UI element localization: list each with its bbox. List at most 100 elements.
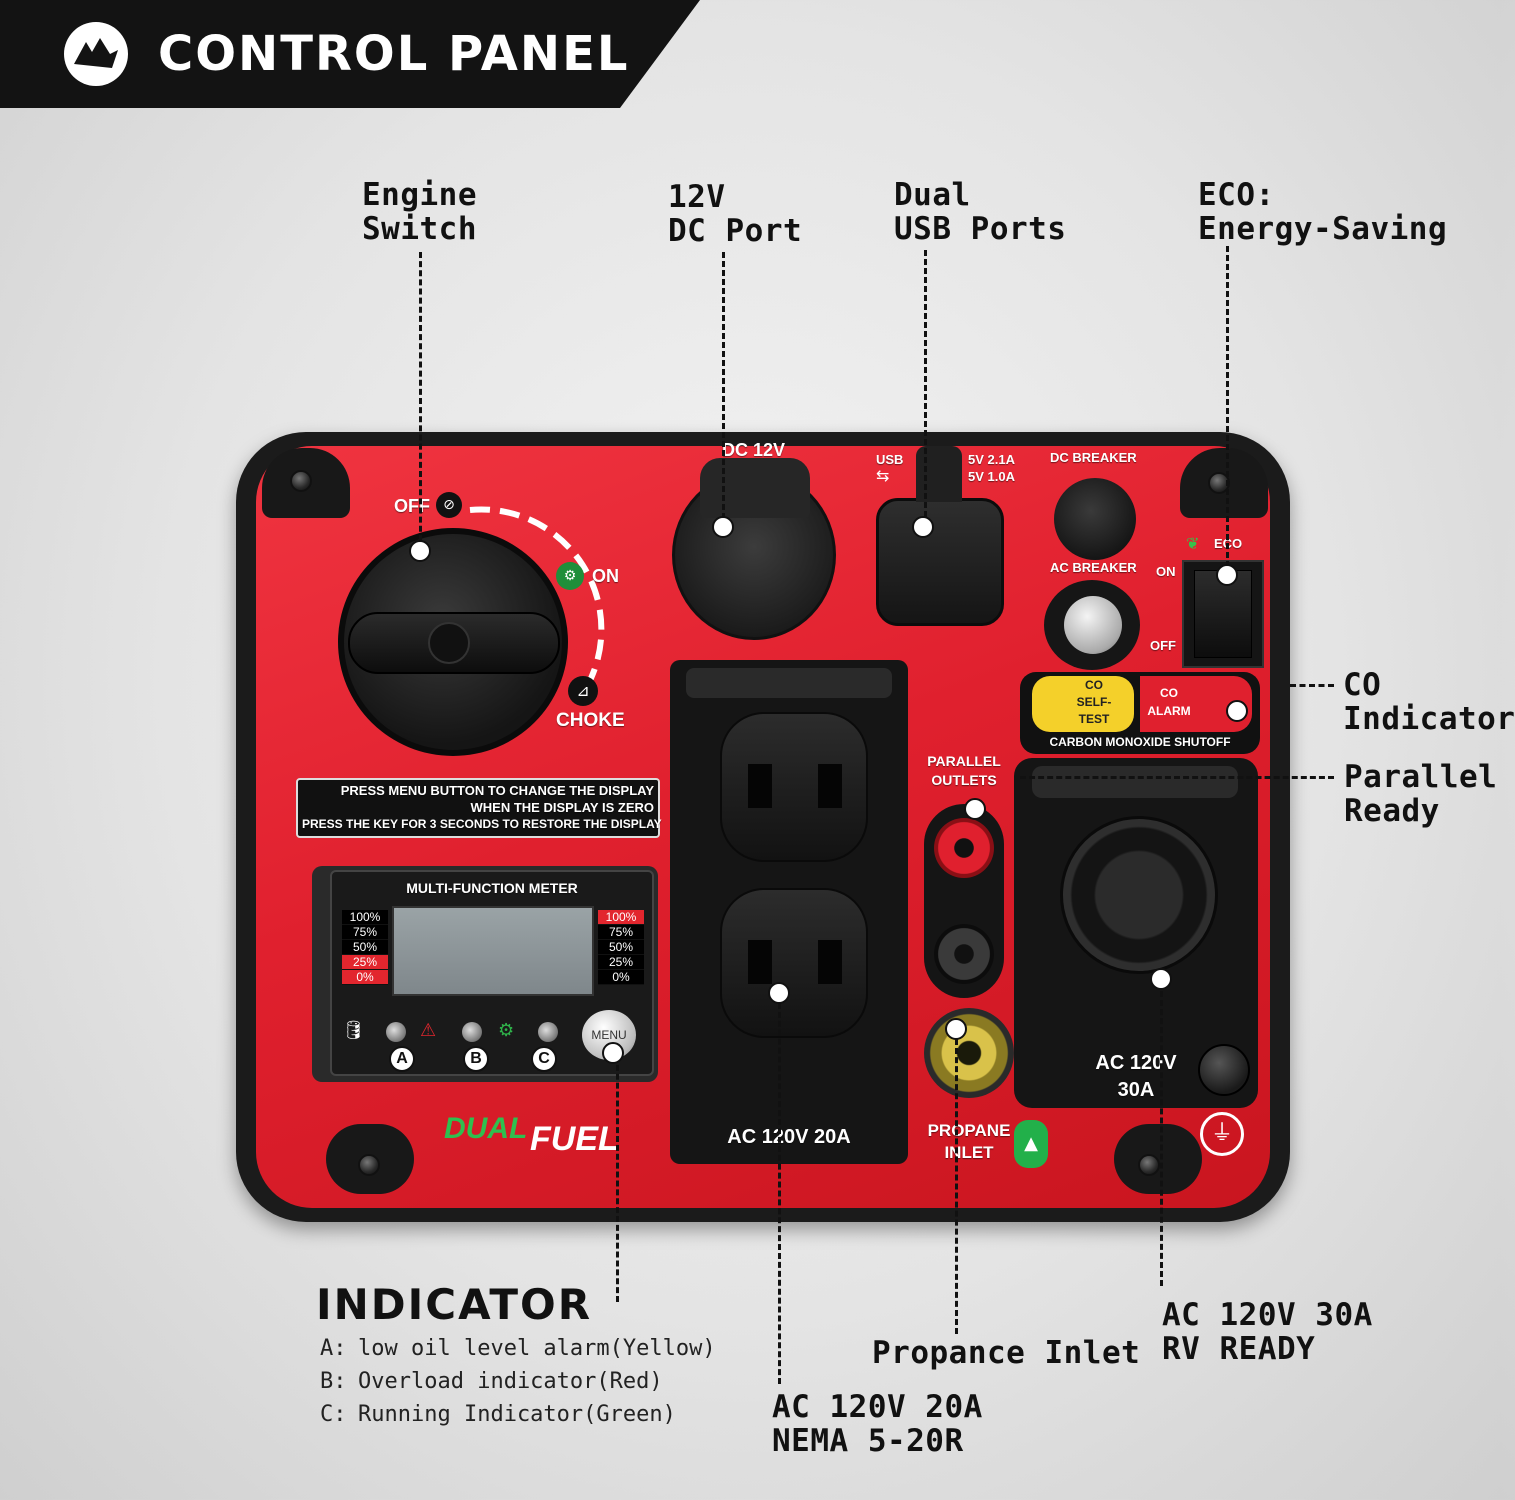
usb-label: USB [876,452,904,467]
ac-30a-twist-lock-outlet[interactable] [1060,816,1218,974]
leader-line [1020,776,1334,779]
callout-dot [1150,968,1172,990]
dc-breaker-label: DC BREAKER [1050,450,1137,465]
brand-logo-icon [64,22,128,86]
scale-cell: 75% [342,925,388,940]
leader-line [722,252,725,528]
scale-cell: 25% [598,955,644,970]
oil-can-icon: 🛢 [342,1020,365,1041]
callout-line: USB Ports [894,211,1067,247]
leader-line [1226,246,1229,576]
indicator-item-a: A:low oil level alarm(Yellow) [320,1336,716,1361]
scale-cell: 0% [598,970,644,985]
callout-dot [602,1042,624,1064]
indicator-letter-b: B [463,1046,489,1072]
indicator-item-b: B: Overload indicator(Red) [320,1369,663,1394]
eco-on-label: ON [1156,564,1176,579]
co-alarm-line: ALARM [1147,704,1191,718]
propane-tank-icon: ▲ [1014,1120,1048,1168]
leader-line [778,994,781,1384]
overload-icon: ⚠ [420,1020,437,1041]
indicator-text: low oil level alarm(Yellow) [358,1336,716,1361]
ac-outlet-bottom[interactable] [720,888,868,1038]
parallel-outlets-line: PARALLEL [927,753,1001,769]
ac-breaker-button[interactable] [1064,596,1122,654]
parallel-outlets-line: OUTLETS [931,772,997,788]
ac-outlet-top[interactable] [720,712,868,862]
scale-cell: 50% [342,940,388,955]
dc-breaker-button[interactable] [1054,478,1136,560]
propane-inlet-fitting[interactable] [924,1008,1014,1098]
ac-20a-label: AC 120V 20A [727,1126,851,1148]
callout-line: Switch [362,211,477,247]
engine-off-label: OFF [394,496,430,516]
engine-switch-center [428,622,470,664]
callout-line: Parallel [1344,759,1498,795]
indicator-key: C: [320,1402,347,1427]
callout-line: AC 120V 20A [772,1389,983,1425]
dc12v-label: DC 12V [722,440,786,460]
co-self-test-button[interactable] [1032,676,1134,732]
parallel-outlet-red[interactable] [934,818,994,878]
screw-icon [358,1154,380,1176]
callout-dot [912,516,934,538]
outlet-slot [748,940,772,984]
callout-dot [768,982,790,1004]
indicator-led-b [462,1022,482,1042]
running-icon: ⚙ [498,1020,515,1041]
screw-icon [290,470,312,492]
eco-leaf-icon: ❦ [1186,534,1200,553]
propane-line: PROPANE [927,1121,1011,1140]
ac-30a-cover-lip [1032,766,1238,798]
usb-spec-1: 5V 2.1A [968,452,1015,467]
scale-cell: 50% [598,940,644,955]
indicator-text: Overload indicator(Red) [358,1369,663,1394]
indicator-key: B: [320,1369,347,1394]
leader-line [1290,684,1334,687]
callout-line: Engine [362,177,477,213]
notice-line-2: WHEN THE DISPLAY IS ZERO [470,800,654,815]
callout-eco: ECO:Energy-Saving [1198,178,1447,246]
ac-30a-label: AC 120V 30A [1080,1050,1192,1104]
indicator-led-c [538,1022,558,1042]
notice-line-3: PRESS THE KEY FOR 3 SECONDS TO RESTORE T… [302,817,662,831]
callout-line: CO [1343,667,1382,703]
parallel-outlets-label: PARALLEL OUTLETS [914,752,1014,790]
engine-on-label: ON [592,566,619,586]
screw-icon [1138,1154,1160,1176]
outlet-slot [818,940,842,984]
indicator-title: INDICATOR [316,1280,593,1329]
co-alarm-label: CO ALARM [1144,684,1194,720]
engine-off-icon: ⊘ [436,492,462,518]
callout-dot [409,540,431,562]
usb-cover-hinge [916,446,962,502]
ground-terminal-knob[interactable] [1198,1044,1250,1096]
scale-cell: 100% [598,910,644,925]
callout-line: Indicator [1343,701,1515,737]
leader-line [955,1030,958,1334]
menu-button[interactable]: MENU [582,1010,636,1060]
meter-title: MULTI-FUNCTION METER [406,880,578,896]
callout-line: DC Port [668,213,803,249]
indicator-letter-c: C [531,1046,557,1072]
callout-dot [1216,564,1238,586]
parallel-outlet-black[interactable] [934,924,994,984]
choke-label: CHOKE [556,710,625,731]
co-self-test-line: SELF- [1076,695,1112,709]
callout-dot [945,1018,967,1040]
meter-left-scale: 100% 75% 50% 25% 0% [342,910,388,985]
screw-icon [1208,472,1230,494]
usb-port-cover[interactable] [876,498,1004,626]
callout-line: RV READY [1162,1331,1316,1367]
callout-line: 12V [668,179,726,215]
outlet-slot [748,764,772,808]
leader-line [616,1056,619,1302]
callout-line: Dual [894,177,971,213]
meter-right-scale: 100% 75% 50% 25% 0% [598,910,644,985]
callout-propane-inlet: Propance Inlet [872,1335,1141,1371]
